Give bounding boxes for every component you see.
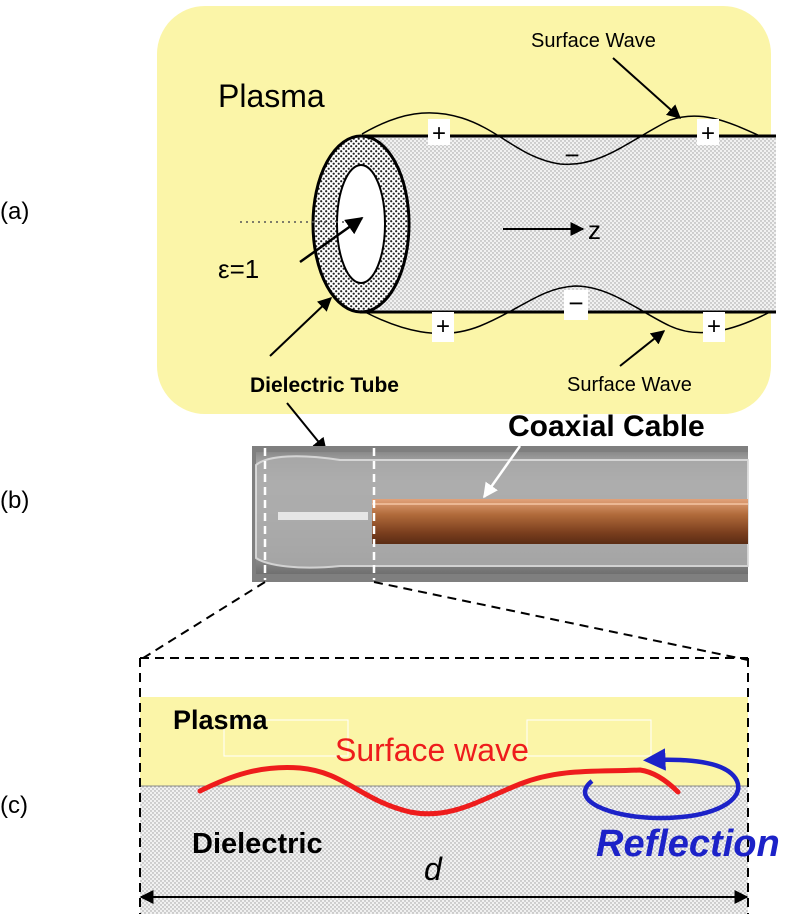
surface-wave-arrow-top	[612, 57, 682, 119]
tube-inner-hole	[336, 164, 386, 284]
panel-c: (c) Surface wave Reflection Plasma Diele…	[0, 657, 780, 914]
plasma-label-c: Plasma	[173, 705, 269, 735]
reflection-arrow	[582, 748, 741, 821]
surface-wave-label-top: Surface Wave	[531, 30, 656, 52]
panel-b: (b) Coaxial Cable	[0, 410, 749, 661]
zoom-line-left	[139, 581, 266, 661]
surface-wave-label-bottom: Surface Wave	[567, 374, 692, 396]
surface-wave-arrow-bottom	[619, 330, 666, 367]
panel-b-tag: (b)	[0, 487, 29, 514]
dielectric-tube-label: Dielectric Tube	[250, 374, 399, 397]
z-axis-label: z	[588, 215, 601, 245]
svg-text:+: +	[436, 313, 450, 340]
svg-text:−: −	[564, 140, 579, 170]
zoom-line-right	[373, 581, 749, 661]
charge-sign-top-minus: −	[564, 140, 579, 170]
charge-sign-bottom-plus-2: +	[703, 312, 725, 342]
epsilon-label: ε=1	[218, 254, 259, 284]
panel-c-tag: (c)	[0, 792, 28, 819]
epsilon-arrow	[299, 216, 364, 264]
dielectric-tube-arrow	[269, 297, 333, 357]
svg-text:+: +	[707, 313, 721, 340]
coaxial-cable-label: Coaxial Cable	[508, 410, 705, 443]
surface-wave-label-c: Surface wave	[335, 732, 529, 768]
panel-a: + − + + − + z ε=1 Plasma Surface Wav	[0, 6, 776, 453]
svg-text:−: −	[568, 288, 583, 318]
coaxial-cable-arrow	[482, 445, 522, 499]
svg-text:+: +	[701, 120, 715, 147]
dielectric-tube-photo-arrow	[286, 402, 327, 453]
tube-body	[360, 136, 776, 312]
svg-text:+: +	[432, 120, 446, 147]
charge-sign-top-plus-1: +	[428, 119, 450, 147]
length-label: d	[424, 851, 443, 887]
plasma-label-a: Plasma	[218, 78, 325, 114]
panel-a-tag: (a)	[0, 198, 29, 225]
charge-sign-bottom-minus: −	[564, 288, 588, 320]
reflection-label: Reflection	[596, 823, 780, 865]
dielectric-label-c: Dielectric	[192, 828, 323, 860]
charge-sign-top-plus-2: +	[697, 119, 719, 147]
photo-coaxial-cable	[252, 446, 749, 582]
charge-sign-bottom-plus-1: +	[432, 312, 454, 342]
surface-wave-red-curve	[197, 765, 681, 817]
surface-wave-top-curve	[361, 112, 761, 166]
